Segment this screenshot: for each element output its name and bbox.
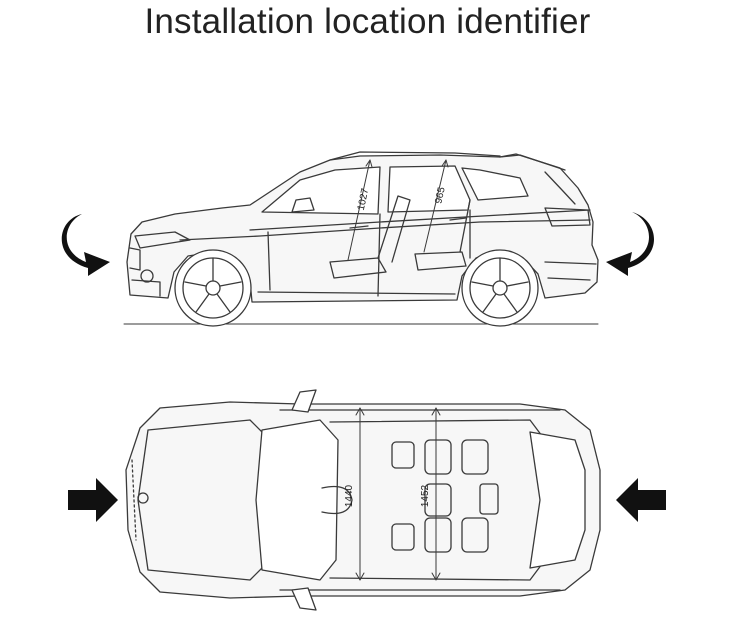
rear-seat-right bbox=[424, 517, 452, 553]
rear-seat-center bbox=[424, 483, 452, 517]
quarter-window bbox=[461, 167, 529, 201]
rear-seat bbox=[414, 199, 471, 271]
headroom-rear-line bbox=[423, 159, 447, 253]
front-bumper bbox=[131, 279, 161, 297]
logo-badge bbox=[137, 492, 149, 504]
dimension-label-1440: 1440 bbox=[344, 484, 355, 507]
door-handle-rear bbox=[449, 217, 467, 221]
mirror-right bbox=[291, 587, 317, 611]
rear-window-top bbox=[529, 431, 586, 569]
windshield bbox=[255, 419, 339, 581]
rear-seat-right-2 bbox=[461, 517, 489, 553]
dimension-label-1027: 1027 bbox=[356, 187, 371, 211]
tail-light bbox=[544, 207, 591, 227]
front-arrow-icon bbox=[68, 478, 118, 522]
dashboard bbox=[321, 485, 353, 515]
rear-spoiler bbox=[499, 154, 566, 171]
front-grille bbox=[131, 459, 137, 541]
side-view bbox=[123, 151, 599, 327]
front-curved-arrow-icon bbox=[61, 214, 110, 276]
rear-curved-arrow-icon bbox=[606, 212, 654, 276]
roof-rail bbox=[329, 151, 501, 161]
car-body-top bbox=[125, 401, 601, 599]
front-seat bbox=[329, 195, 411, 279]
rear-window bbox=[387, 165, 471, 213]
rear-seat-left bbox=[424, 439, 452, 475]
side-mirror bbox=[291, 197, 315, 213]
page-title: Installation location identifier bbox=[144, 2, 591, 41]
door-handle-front bbox=[349, 225, 369, 229]
dimension-label-1452: 1452 bbox=[420, 484, 431, 507]
dimension-label-965: 965 bbox=[433, 186, 447, 205]
top-view bbox=[125, 389, 601, 611]
front-seat-right bbox=[391, 523, 415, 551]
headroom-front-line bbox=[347, 159, 371, 261]
front-wheel bbox=[174, 249, 252, 327]
rear-seat-left-2 bbox=[461, 439, 489, 475]
front-seat-left bbox=[391, 441, 415, 469]
headlight bbox=[134, 231, 191, 249]
mirror-left bbox=[291, 389, 317, 413]
beltline bbox=[249, 209, 591, 231]
armrest bbox=[479, 483, 499, 515]
sill-line bbox=[257, 291, 456, 295]
rear-wheel bbox=[461, 249, 539, 327]
a-pillar-line bbox=[267, 231, 271, 291]
rear-glass bbox=[544, 171, 576, 205]
rear-arrow-icon bbox=[616, 478, 666, 522]
fog-light bbox=[140, 269, 154, 283]
kidney-grille bbox=[129, 247, 141, 271]
rear-bumper bbox=[544, 261, 597, 281]
